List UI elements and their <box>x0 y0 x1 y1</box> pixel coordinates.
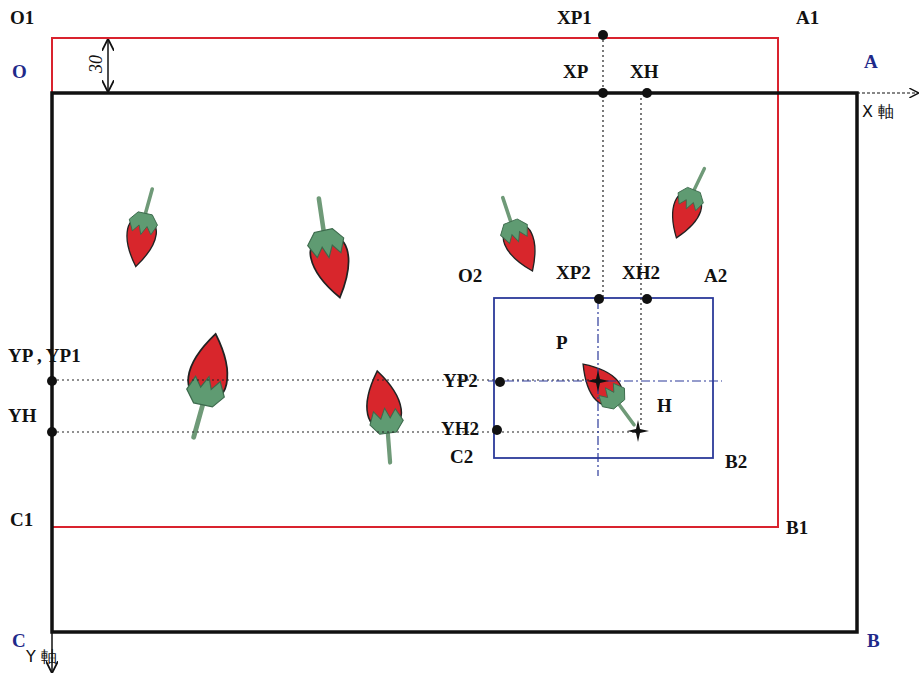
point-label: YH <box>8 406 37 427</box>
point-label: O <box>12 62 27 83</box>
target-marker <box>587 370 649 442</box>
point-label: YP2 <box>443 371 478 392</box>
center-line <box>488 300 722 476</box>
point-label: B2 <box>725 452 747 473</box>
point-label: H <box>657 396 672 417</box>
image-frame <box>52 93 857 632</box>
point-label: C2 <box>450 447 473 468</box>
point-dot <box>47 30 652 437</box>
point-label: XH2 <box>622 263 660 284</box>
point-label: A <box>864 52 878 73</box>
point-label: O2 <box>458 266 482 287</box>
dimension-arrow <box>107 40 109 91</box>
point-label: B1 <box>786 518 808 539</box>
crop-frame <box>494 298 713 458</box>
point-label: YP , YP1 <box>8 346 81 367</box>
shifted-frame <box>52 38 778 527</box>
point-label: XP2 <box>556 263 591 284</box>
point-label: O1 <box>10 8 34 29</box>
point-label: YH2 <box>441 419 479 440</box>
strawberry <box>120 163 716 465</box>
point-label: C1 <box>10 510 33 531</box>
projection-line <box>52 35 641 432</box>
point-label: A1 <box>796 8 819 29</box>
point-label: B <box>867 631 880 652</box>
point-label: XP <box>563 62 588 83</box>
x-axis <box>857 92 918 93</box>
point-label: A2 <box>704 266 727 287</box>
point-label: P <box>556 333 568 354</box>
point-label: XP1 <box>557 8 592 29</box>
point-label: X 軸 <box>862 103 894 121</box>
point-label: XH <box>630 62 659 83</box>
point-label: 30 <box>87 55 107 73</box>
point-label: C <box>12 631 26 652</box>
point-label: Y 軸 <box>26 648 57 666</box>
